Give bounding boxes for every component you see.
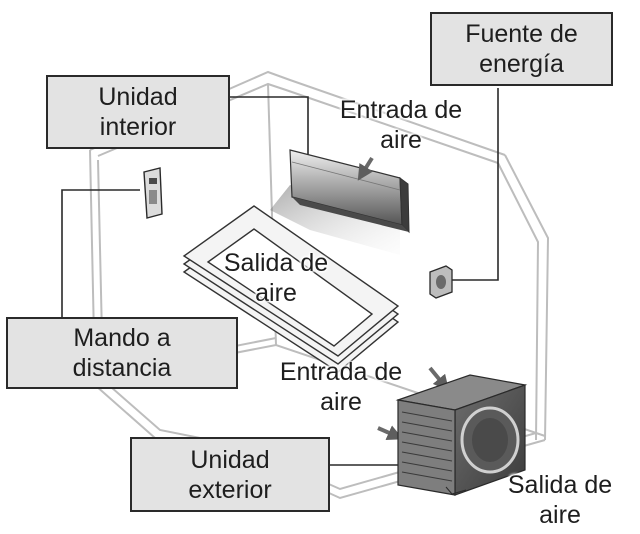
leader-remote	[61, 189, 140, 318]
power-source-label-line2: energía	[479, 50, 564, 78]
indoor-unit	[289, 149, 410, 234]
air-outlet-outdoor-line1: Salida de	[507, 471, 613, 499]
outdoor-unit-label-line2: exterior	[188, 475, 272, 504]
indoor-unit-label-box: Unidad interior	[46, 75, 230, 149]
outdoor-unit-label-box: Unidad exterior	[130, 437, 330, 512]
leader-indoor-unit	[228, 96, 309, 158]
remote-control-label-box: Mando a distancia	[6, 317, 238, 389]
remote-control-label-line1: Mando a	[73, 324, 171, 352]
air-inlet-indoor-label: Entrada de aire	[326, 95, 476, 155]
arrow-outdoor-intake-left	[377, 425, 404, 441]
leader-power	[452, 88, 499, 281]
arrow-outdoor-intake-top	[428, 366, 450, 392]
power-source-label-box: Fuente de energía	[430, 12, 613, 86]
air-inlet-outdoor-line2: aire	[320, 388, 362, 416]
air-inlet-outdoor-label: Entrada de aire	[266, 357, 416, 417]
air-outlet-indoor-label: Salida de aire	[206, 248, 346, 308]
air-inlet-outdoor-line1: Entrada de	[279, 358, 403, 386]
power-source-label-line1: Fuente de	[465, 20, 578, 48]
indoor-unit-label-line2: interior	[99, 113, 177, 141]
power-socket	[429, 265, 453, 299]
air-inlet-indoor-line1: Entrada de	[339, 96, 463, 124]
arrow-indoor-intake	[357, 156, 374, 181]
ceiling-frame	[182, 205, 400, 373]
air-outlet-outdoor-label: Salida de aire	[490, 470, 630, 530]
remote-control-label-line2: distancia	[72, 354, 172, 382]
outdoor-unit	[395, 374, 528, 496]
remote-control	[143, 167, 163, 219]
air-outlet-indoor-line1: Salida de	[223, 249, 329, 277]
air-outlet-indoor-line2: aire	[255, 279, 297, 307]
indoor-unit-label-line1: Unidad	[98, 83, 178, 111]
outdoor-unit-label-line1: Unidad	[190, 445, 270, 474]
air-inlet-indoor-line2: aire	[380, 126, 422, 154]
air-outlet-outdoor-line2: aire	[539, 501, 581, 529]
